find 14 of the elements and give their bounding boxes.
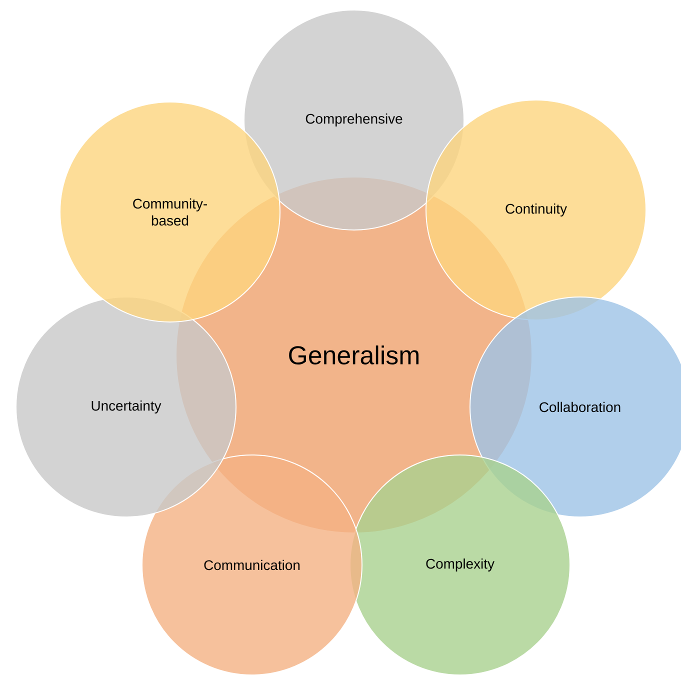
circle-label: Communication [204, 560, 300, 570]
circle-label: Uncertainty [92, 400, 162, 414]
circle-label: Collaboration [540, 402, 620, 412]
circle-label: Complexity [426, 558, 494, 572]
circle [16, 296, 236, 518]
circle [244, 10, 464, 230]
circle [60, 101, 280, 322]
circle [470, 296, 681, 518]
circle [426, 99, 646, 320]
circle-label: Comprehensive [306, 113, 402, 126]
circle [142, 454, 362, 676]
circle-label: Community- based [133, 198, 207, 226]
circle-label: Continuity [506, 203, 567, 216]
circle-label: Generalism [289, 345, 418, 364]
